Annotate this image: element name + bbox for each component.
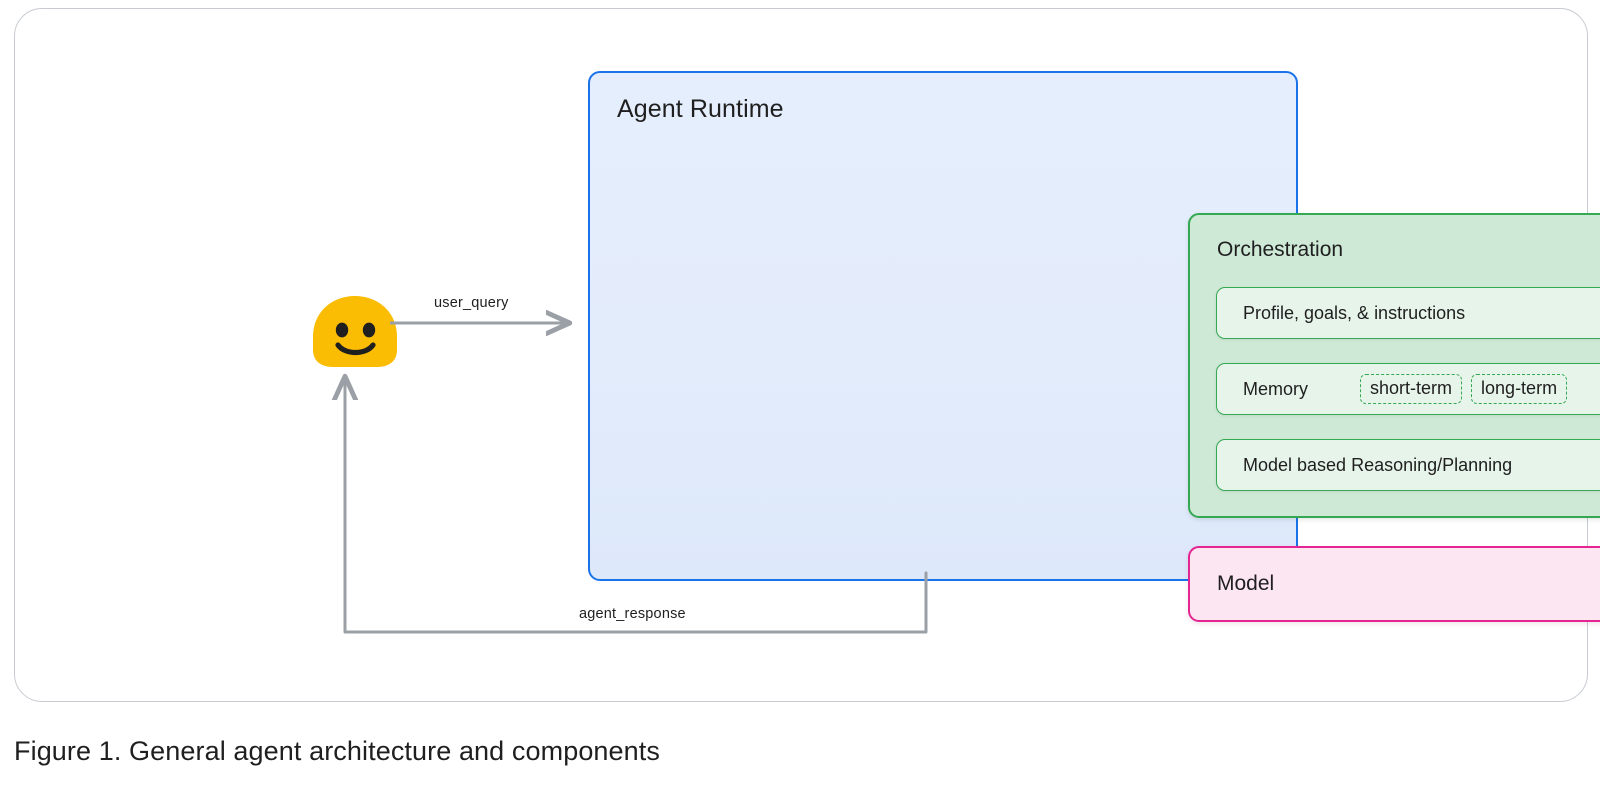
orchestration-row-profile-label: Profile, goals, & instructions	[1243, 302, 1466, 323]
arrow-label-agent-response: agent_response	[579, 606, 686, 622]
orchestration-row-reasoning-label: Model based Reasoning/Planning	[1243, 454, 1513, 475]
memory-tag-short-term[interactable]: short-term	[1360, 374, 1463, 404]
orchestration-row-profile[interactable]: Profile, goals, & instructions	[1216, 287, 1600, 339]
model-container[interactable]: Model	[1188, 546, 1600, 622]
figure-card: Agent Runtime Orchestration Profile, goa…	[14, 8, 1600, 702]
orchestration-row-memory[interactable]: Memory short-term long-term	[1216, 363, 1600, 415]
orchestration-row-memory-label: Memory	[1243, 378, 1309, 399]
memory-tag-long-term[interactable]: long-term	[1471, 374, 1568, 404]
memory-tag-group: short-term long-term	[1360, 374, 1568, 404]
agent-runtime-container: Agent Runtime Orchestration Profile, goa…	[588, 71, 1600, 622]
orchestration-row-reasoning[interactable]: Model based Reasoning/Planning	[1216, 439, 1600, 491]
orchestration-container: Orchestration Profile, goals, & instruct…	[1188, 213, 1600, 518]
figure-caption: Figure 1. General agent architecture and…	[14, 736, 660, 766]
arrow-label-user-query: user_query	[434, 295, 509, 311]
user-avatar-icon	[313, 296, 397, 367]
model-label: Model	[1217, 572, 1275, 595]
orchestration-title: Orchestration	[1217, 238, 1344, 261]
agent-runtime-title: Agent Runtime	[617, 95, 784, 123]
